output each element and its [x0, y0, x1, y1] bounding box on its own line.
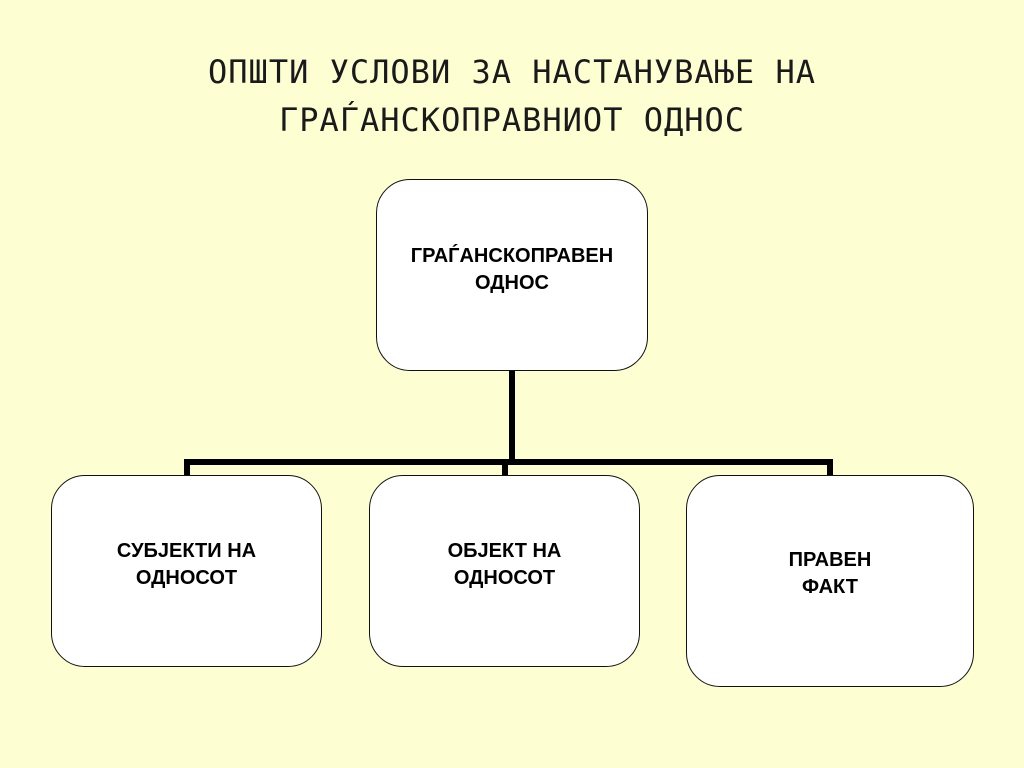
node-label: ГРАЃАНСКОПРАВЕН ОДНОС [410, 245, 614, 294]
node-label: ПРАВЕН ФАКТ [788, 549, 872, 598]
node-label: ОБЈЕКТ НА ОДНОСОТ [447, 540, 562, 589]
title-line-2: ГРАЃАНСКОПРАВНИОТ ОДНОС [278, 101, 746, 139]
node-subjects-of-relationship: СУБЈЕКТИ НА ОДНОСОТ [51, 475, 322, 667]
title-line-1: ОПШТИ УСЛОВИ ЗА НАСТАНУВАЊЕ НА [208, 53, 816, 91]
node-civil-legal-relationship: ГРАЃАНСКОПРАВЕН ОДНОС [376, 179, 648, 371]
node-label: СУБЈЕКТИ НА ОДНОСОТ [116, 540, 257, 589]
node-legal-fact: ПРАВЕН ФАКТ [686, 475, 974, 687]
node-object-of-relationship: ОБЈЕКТ НА ОДНОСОТ [369, 475, 640, 667]
slide-title: ОПШТИ УСЛОВИ ЗА НАСТАНУВАЊЕ НА ГРАЃАНСКО… [0, 48, 1024, 144]
